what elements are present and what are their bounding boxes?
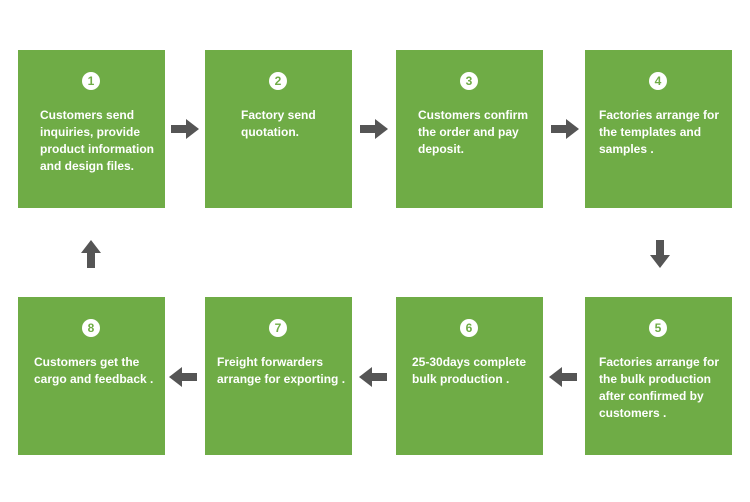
- step-1-box: 1 Customers send inquiries, provide prod…: [18, 50, 165, 208]
- arrow-left-icon: [359, 367, 387, 387]
- step-text: Customers confirm the order and pay depo…: [418, 108, 529, 156]
- step-number-badge: 2: [269, 72, 287, 90]
- step-2-box: 2 Factory send quotation.: [205, 50, 352, 208]
- arrow-right-icon: [360, 119, 388, 139]
- arrow-left-icon: [169, 367, 197, 387]
- step-number-badge: 5: [649, 319, 667, 337]
- step-6-box: 6 25-30days complete bulk production .: [396, 297, 543, 455]
- step-8-box: 8 Customers get the cargo and feedback .: [18, 297, 165, 455]
- arrow-up-icon: [81, 240, 101, 268]
- step-7-box: 7 Freight forwarders arrange for exporti…: [205, 297, 352, 455]
- step-number-badge: 7: [269, 319, 287, 337]
- step-number-badge: 6: [460, 319, 478, 337]
- step-text: Factory send quotation.: [241, 108, 316, 139]
- step-text: Factories arrange for the bulk productio…: [599, 355, 720, 420]
- arrow-right-icon: [171, 119, 199, 139]
- step-text: 25-30days complete bulk production .: [412, 355, 527, 386]
- arrow-right-icon: [551, 119, 579, 139]
- arrow-down-icon: [650, 240, 670, 268]
- step-text: Customers send inquiries, provide produc…: [40, 108, 154, 173]
- step-number-badge: 1: [82, 72, 100, 90]
- arrow-left-icon: [549, 367, 577, 387]
- step-5-box: 5 Factories arrange for the bulk product…: [585, 297, 732, 455]
- step-text: Freight forwarders arrange for exporting…: [217, 355, 346, 386]
- step-number-badge: 3: [460, 72, 478, 90]
- step-text: Customers get the cargo and feedback .: [34, 355, 154, 386]
- step-4-box: 4 Factories arrange for the templates an…: [585, 50, 732, 208]
- step-text: Factories arrange for the templates and …: [599, 108, 720, 156]
- step-3-box: 3 Customers confirm the order and pay de…: [396, 50, 543, 208]
- step-number-badge: 8: [82, 319, 100, 337]
- step-number-badge: 4: [649, 72, 667, 90]
